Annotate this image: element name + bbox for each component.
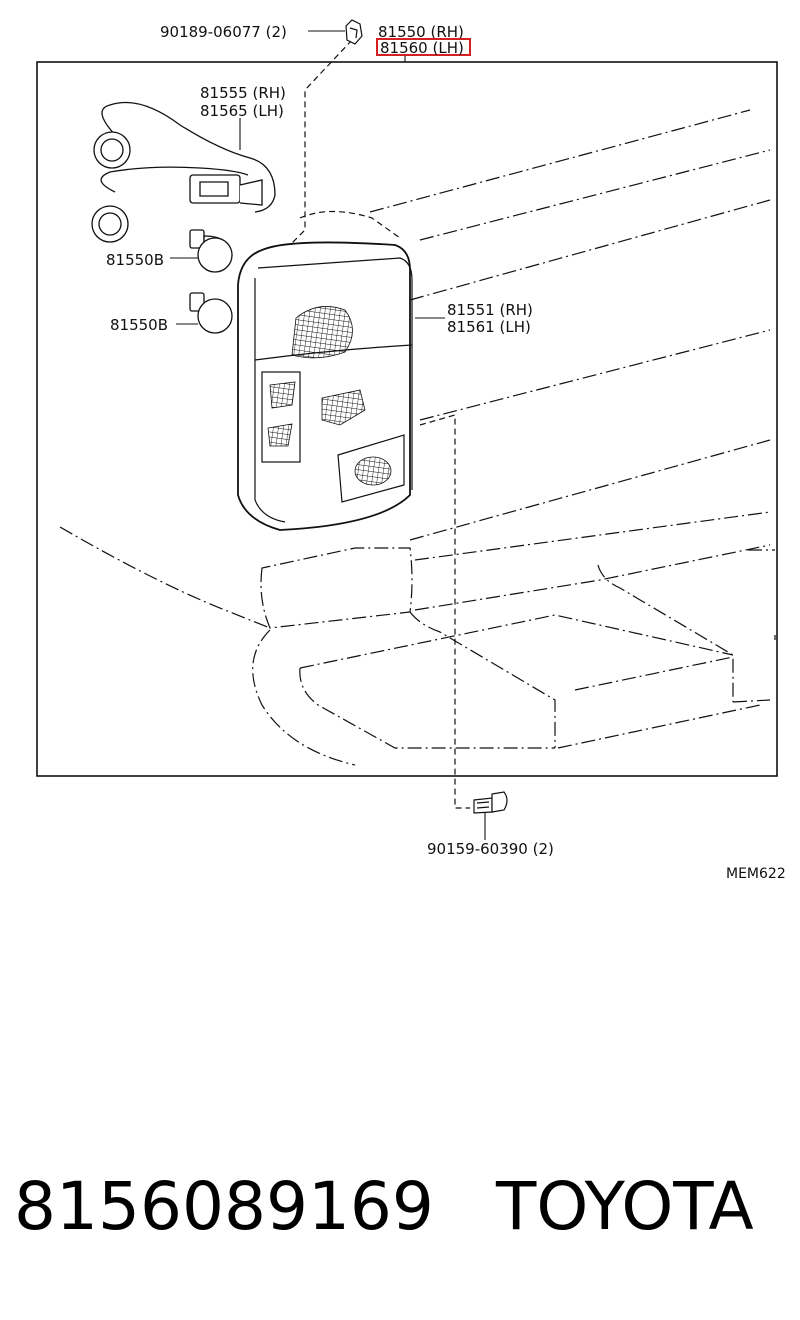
clip-part: [345, 19, 363, 45]
exploded-parts-diagram: 90189-06077 (2) 81550 (RH) 81560 (LH) 81…: [36, 19, 786, 882]
callout-assy-rh: 81550 (RH): [378, 23, 464, 41]
diagram-frame: [36, 61, 778, 777]
screw-part: [473, 791, 508, 814]
brand-name: TOYOTA: [496, 1168, 754, 1245]
callout-screw: 90159-60390 (2): [427, 840, 554, 858]
callout-bulb-upper: 81550B: [106, 251, 164, 269]
callout-clip: 90189-06077 (2): [160, 23, 287, 41]
socket-and-wire-part: [91, 101, 276, 243]
callout-lens-lh: 81561 (LH): [447, 318, 531, 336]
callout-bulb-lower: 81550B: [110, 316, 168, 334]
callout-socket-rh: 81555 (RH): [200, 84, 286, 102]
tail-lamp-assembly: [237, 241, 413, 531]
highlight-box: [376, 38, 471, 56]
callout-assy-lh: 81560 (LH): [380, 39, 464, 57]
bulb-lower-part: [189, 292, 233, 334]
callout-socket-lh: 81565 (LH): [200, 102, 284, 120]
part-number: 8156089169: [14, 1168, 434, 1245]
callout-lens-rh: 81551 (RH): [447, 301, 533, 319]
assembly-dashed-lines: [284, 39, 470, 809]
part-footer: 8156089169 TOYOTA: [14, 1168, 794, 1278]
bulb-upper-part: [189, 229, 233, 273]
diagram-code: MEM622: [726, 866, 786, 882]
vehicle-body-outline: [59, 109, 776, 766]
leader-lines: [170, 30, 486, 840]
